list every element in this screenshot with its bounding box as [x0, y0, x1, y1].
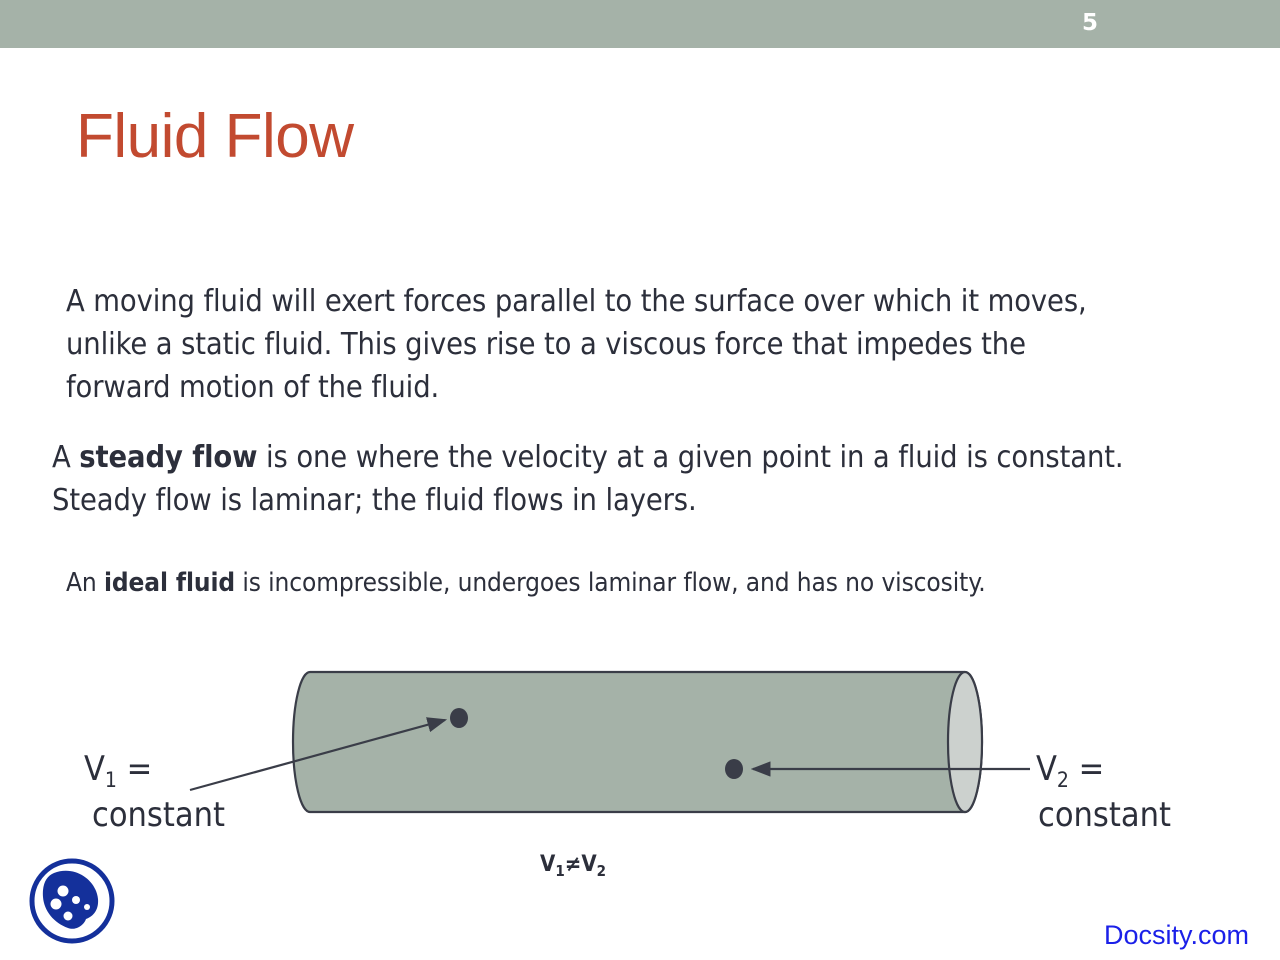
fluid-particle-2 — [725, 759, 743, 779]
velocity-label-v1: V1 = constant — [84, 748, 225, 836]
page-title: Fluid Flow — [76, 102, 354, 171]
v2-subscript: 2 — [1056, 768, 1069, 792]
caption-v2-subscript: 2 — [596, 862, 607, 880]
cylinder-end-cap — [946, 670, 984, 814]
paragraph-steady-flow-prefix: A — [52, 440, 80, 475]
paragraph-steady-flow: A steady flow is one where the velocity … — [52, 436, 1172, 522]
velocity-label-v2-value: constant — [1038, 795, 1171, 835]
paragraph-ideal-fluid: An ideal fluid is incompressible, underg… — [66, 565, 1216, 601]
docsity-logo — [26, 855, 118, 947]
logo-ring — [29, 858, 115, 944]
logo-dot-5 — [84, 904, 90, 910]
velocity-inequality-caption: V1≠V2 — [540, 852, 607, 880]
v1-subscript: 1 — [104, 768, 117, 792]
term-steady-flow: steady flow — [79, 440, 258, 475]
v1-equals: = — [116, 749, 153, 789]
velocity-label-v2: V2 = constant — [1036, 748, 1171, 836]
v2-symbol: V — [1036, 749, 1057, 789]
logo-blob — [42, 870, 99, 929]
velocity-arrow-1 — [189, 717, 448, 792]
caption-not-equal-operator: ≠ — [564, 852, 582, 877]
logo-dot-1 — [57, 885, 69, 897]
caption-v1-symbol: V — [540, 852, 556, 877]
logo-dot-3 — [72, 896, 80, 904]
velocity-label-v1-value: constant — [92, 795, 225, 835]
v1-symbol: V — [84, 749, 105, 789]
velocity-label-v1-line1: V1 = — [84, 748, 225, 794]
paragraph-steady-flow-suffix: is one where the velocity at a given poi… — [52, 440, 1124, 518]
fluid-flow-diagram — [0, 600, 1280, 910]
paragraph-ideal-fluid-prefix: An — [66, 568, 104, 598]
fluid-particle-1 — [450, 708, 468, 728]
slide-number: 5 — [1081, 10, 1098, 36]
cylinder-body — [291, 670, 984, 814]
caption-v1-subscript: 1 — [555, 862, 565, 880]
logo-dot-2 — [50, 898, 62, 910]
term-ideal-fluid: ideal fluid — [103, 568, 235, 598]
paragraph-ideal-fluid-suffix: is incompressible, undergoes laminar flo… — [235, 568, 986, 598]
header-band — [0, 0, 1280, 48]
velocity-label-v2-line1: V2 = — [1036, 748, 1171, 794]
v2-equals: = — [1068, 749, 1105, 789]
caption-v2-symbol: V — [581, 852, 597, 877]
logo-dot-4 — [63, 911, 73, 921]
docsity-site-label: Docsity.com — [1104, 920, 1250, 950]
paragraph-moving-fluid: A moving fluid will exert forces paralle… — [66, 284, 1087, 405]
